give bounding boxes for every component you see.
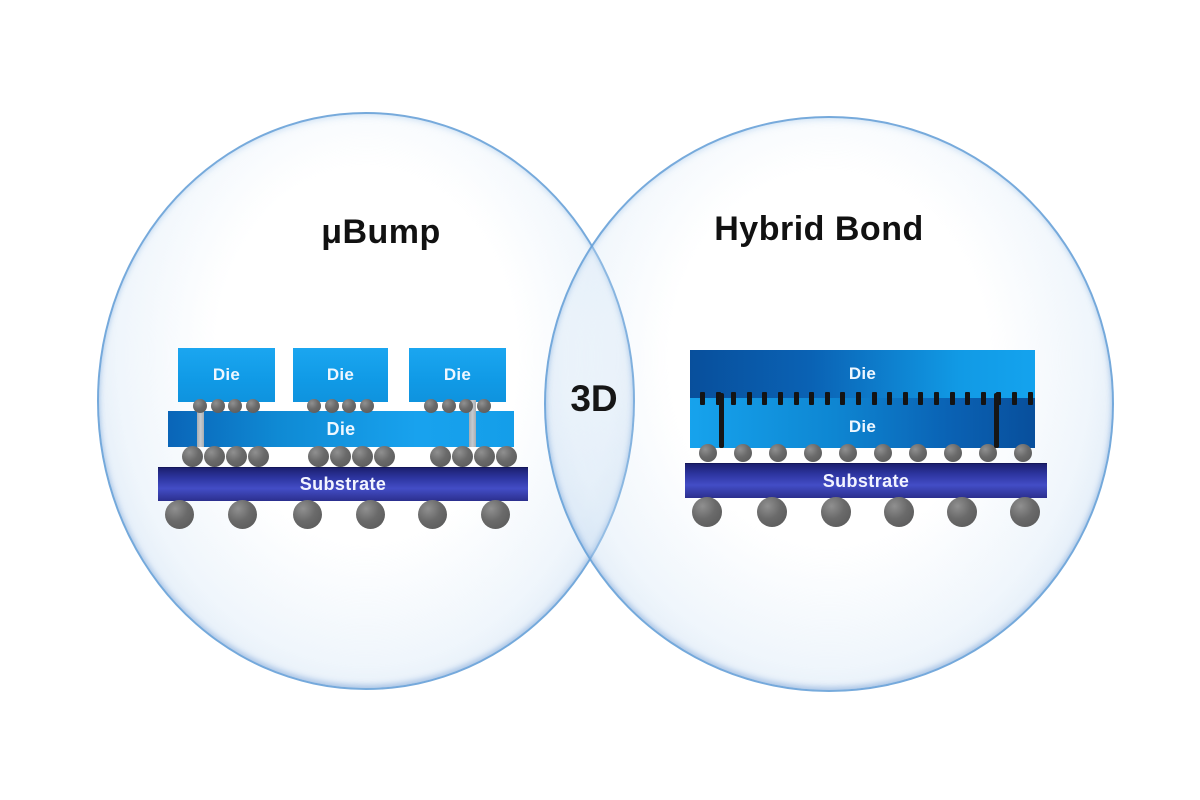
hybrid-bump [804,444,822,462]
ubump-micro-bump [245,399,260,413]
hybrid-bond-pad-dash [840,392,846,405]
hybrid-tsv-2 [994,393,999,448]
hybrid-bump [1014,444,1032,462]
hybrid-bond-pad-dash [700,392,705,405]
ubump-micro-bump [459,399,474,413]
ubump-solder-ball [355,500,385,529]
ubump-c4-bump [474,446,495,467]
hybrid-solder-ball [1010,497,1040,527]
hybrid-bump [769,444,787,462]
ubump-micro-bump [342,399,357,413]
hybrid-bottom-die: Die [690,398,1035,448]
ubump-solder-ball [292,500,322,529]
ubump-micro-bump [424,399,439,413]
hybrid-substrate: Substrate [685,463,1047,498]
ubump-top-die-2: Die [293,348,388,402]
ubump-c4-bump [352,446,373,467]
ubump-tsv-2 [469,400,476,447]
hybrid-bond-pad-dash [980,392,986,405]
ubump-micro-bump [307,399,322,413]
hybrid-bond-pad-dash [1012,392,1017,405]
ubump-micro-bump [193,399,208,413]
ubump-micro-bump [210,399,225,413]
hybrid-solder-ball [821,497,851,527]
ubump-substrate: Substrate [158,467,528,501]
hybrid-bond-pad-dash [1027,392,1033,405]
ubump-c4-bump [308,446,329,467]
hybrid-bond-pad-dash [918,392,924,405]
hybrid-bond-pad-dash [902,392,908,405]
hybrid-top-die: Die [690,350,1035,398]
hybrid-bond-pad-dash [793,392,799,405]
hybrid-solder-ball [947,497,977,527]
hybrid-bond-pad-dash [965,392,971,405]
ubump-c4-bump [430,446,451,467]
hybrid-bond-title: Hybrid Bond [714,210,924,248]
hybrid-bond-pad-dash [871,392,877,405]
ubump-c4-bump [226,446,247,467]
ubump-solder-ball [417,500,447,529]
hybrid-tsv-1 [719,393,724,448]
hybrid-bond-pad-dash [824,392,830,405]
hybrid-solder-ball [692,497,722,527]
ubump-micro-bump [476,399,491,413]
ubump-c4-bump [204,446,225,467]
hybrid-bump [979,444,997,462]
hybrid-bond-pad-dash [934,392,939,405]
ubump-tsv-1 [197,400,204,447]
hybrid-bond-pad-dash [856,392,861,405]
ubump-micro-bump [228,399,243,413]
hybrid-bond-pad-dash [715,392,721,405]
ubump-c4-bump [452,446,473,467]
ubump-c4-bump [496,446,517,467]
hybrid-bump [944,444,962,462]
ubump-c4-bump [374,446,395,467]
hybrid-bump [734,444,752,462]
hybrid-bond-pad-dash [949,392,955,405]
ubump-c4-bump [182,446,203,467]
hybrid-bond-pad-dash [778,392,783,405]
hybrid-bond-pad-dash [887,392,893,405]
ubump-solder-ball [164,500,194,529]
hybrid-bond-pad-dash [731,392,737,405]
hybrid-bond-pad-dash [809,392,815,405]
hybrid-solder-ball [884,497,914,527]
3d-overlap-label: 3D [570,378,618,419]
ubump-micro-bump [359,399,374,413]
hybrid-bump [874,444,892,462]
ubump-micro-bump [441,399,456,413]
hybrid-bond-pad-dash [762,392,768,405]
ubump-c4-bump [330,446,351,467]
hybrid-bump [909,444,927,462]
hybrid-bump [699,444,717,462]
ubump-micro-bump [324,399,339,413]
ubump-title: μBump [321,213,441,251]
ubump-solder-ball [480,500,510,529]
ubump-solder-ball [227,500,257,529]
hybrid-bump [839,444,857,462]
ubump-top-die-3: Die [409,348,506,402]
ubump-interposer-die: Die [168,411,514,447]
ubump-top-die-1: Die [178,348,275,402]
ubump-c4-bump [248,446,269,467]
hybrid-solder-ball [757,497,787,527]
hybrid-bond-pad-dash [746,392,752,405]
